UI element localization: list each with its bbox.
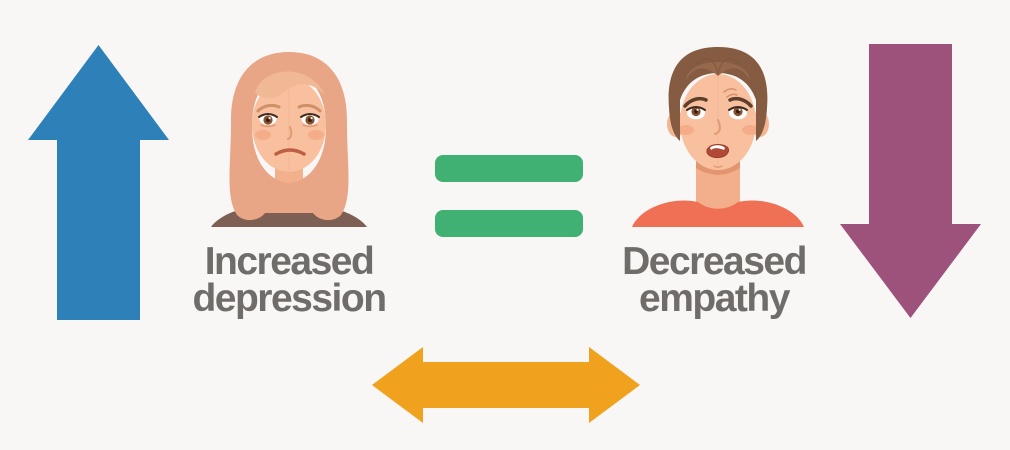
- woman-eyebrows: [256, 103, 322, 113]
- worried-man-illustration: [632, 47, 804, 227]
- man-chin-crease: [713, 165, 723, 168]
- man-hair: [668, 47, 768, 141]
- woman-face: [252, 78, 326, 172]
- woman-hair: [229, 52, 349, 221]
- man-forehead-wrinkles: [723, 88, 738, 98]
- label-increased-depression: Increased depression: [139, 240, 439, 320]
- label-decreased-line2: empathy: [639, 277, 790, 320]
- man-right-blush: [742, 125, 758, 135]
- equals-icon: [435, 155, 583, 237]
- equals-bottom-bar: [435, 210, 583, 237]
- man-eyebrows: [683, 96, 753, 108]
- equals-top-bar: [435, 155, 583, 182]
- woman-eyes: [258, 113, 320, 128]
- woman-right-blush: [308, 130, 324, 140]
- woman-frown-mouth: [274, 148, 306, 156]
- down-arrow-icon: [840, 44, 981, 318]
- label-decreased-empathy: Decreased empathy: [564, 240, 864, 320]
- man-eyes: [686, 106, 748, 120]
- double-arrow-icon: [372, 347, 640, 423]
- man-nose: [714, 119, 721, 135]
- man-left-blush: [678, 125, 694, 135]
- woman-left-blush: [255, 130, 271, 140]
- up-arrow-shape: [28, 45, 169, 320]
- man-mouth: [706, 144, 729, 159]
- down-arrow-shape: [840, 44, 981, 318]
- label-increased-line2: depression: [192, 277, 387, 320]
- up-arrow-icon: [28, 45, 169, 320]
- man-face: [678, 74, 758, 170]
- label-increased-line1: Increased: [204, 240, 375, 283]
- double-arrow-shape: [372, 347, 640, 423]
- woman-nose: [287, 126, 293, 140]
- label-decreased-line1: Decreased: [622, 240, 807, 283]
- sad-woman-illustration: [211, 52, 367, 227]
- man-shirt: [632, 200, 804, 227]
- woman-bangs: [255, 71, 325, 99]
